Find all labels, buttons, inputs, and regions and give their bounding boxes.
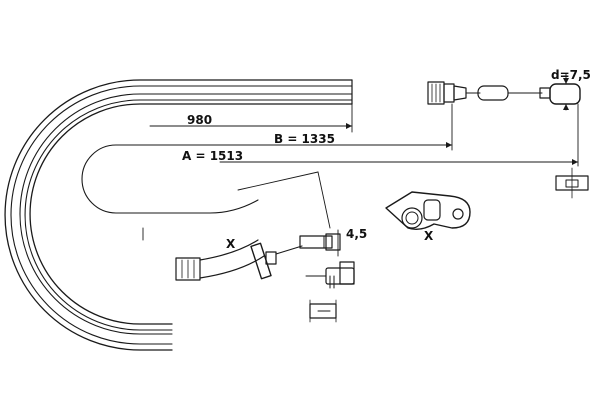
sheath-rib-1: [10, 85, 353, 345]
lower-guide-tube-top: [199, 239, 259, 261]
sheath-outer-line: [4, 79, 353, 351]
bracket-boss: [423, 199, 441, 221]
section-symbol-lower: [309, 299, 337, 323]
bracket-hole: [401, 207, 423, 229]
section-marker-x-detail: X: [424, 229, 434, 243]
section-symbol-right: [555, 167, 589, 199]
lower-pin-end: [299, 235, 333, 249]
dim-label-b: B = 1335: [274, 132, 335, 146]
lower-adjuster: [175, 257, 201, 281]
sheath-rib-3: [24, 99, 353, 331]
inner-cable-loop: [81, 144, 453, 214]
clevis-detail: [305, 261, 355, 289]
cable-sheath: [4, 79, 353, 351]
bracket-screw-hole: [452, 208, 464, 220]
dimension-lines: [142, 103, 579, 241]
lower-flange: [250, 242, 272, 280]
cable-stop: [477, 85, 509, 101]
upper-end-fitting: [427, 73, 581, 111]
dim-label-980: 980: [187, 113, 212, 127]
lower-guide-tube-bottom: [199, 255, 265, 279]
sheath-inner-line: [29, 103, 353, 325]
ferrule: [443, 83, 455, 103]
sheath-rib-2: [19, 93, 353, 335]
bracket-detail-x: [385, 191, 471, 231]
lower-end-fitting: [175, 229, 341, 281]
bracket-plate: [385, 191, 471, 231]
dim-label-a: A = 1513: [182, 149, 243, 163]
pin-width-label: 4,5: [346, 227, 367, 241]
nipple-end: [549, 83, 581, 105]
diameter-label: d=7,5: [551, 68, 591, 82]
section-marker-x-left: X: [226, 237, 236, 251]
